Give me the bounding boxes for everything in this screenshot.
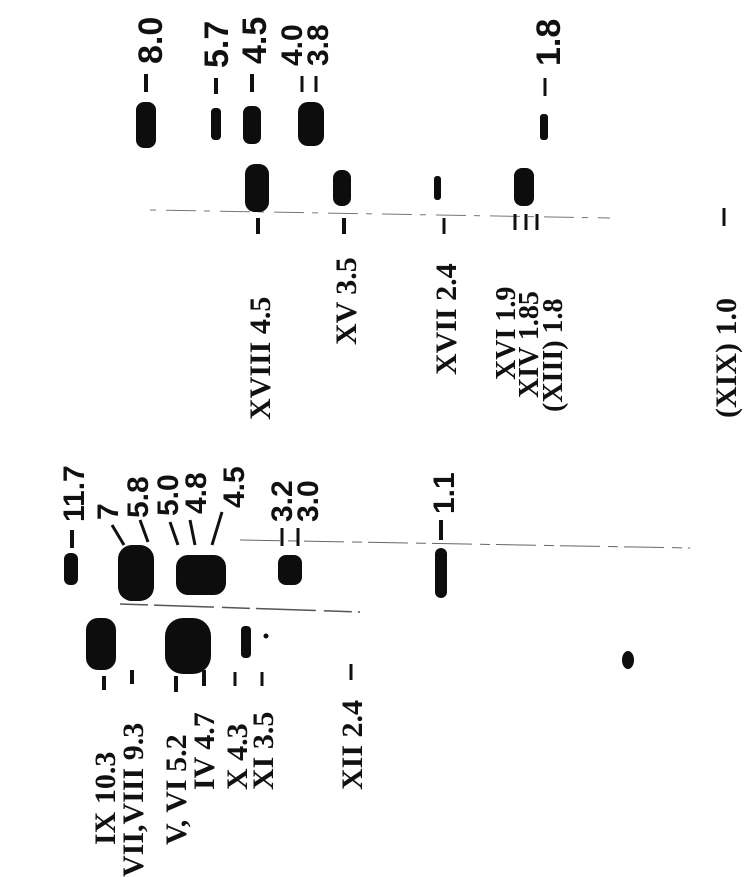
band-xvii (434, 176, 441, 200)
band-label-iv: IV 4.7 (188, 712, 221, 790)
band-stray-spot (622, 651, 634, 669)
band-7-5-8 (118, 545, 154, 601)
band-label-xiv: XIV 1.85 (514, 291, 545, 398)
size-label-4-5: 4.5 (218, 466, 251, 508)
band-ix-viii (86, 618, 116, 670)
leader-5-0 (168, 521, 180, 546)
band-4-0-3-8 (298, 102, 324, 146)
band-xvi-xiv (514, 168, 534, 206)
middle-lane: 11.7 7 5.8 5.0 4.8 4.5 3.2 3.0 1.1 (58, 465, 461, 601)
band-xi-dot (263, 633, 269, 639)
band-5-7 (211, 108, 221, 140)
band-4-5 (243, 106, 261, 144)
guide-line-upper (149, 209, 611, 219)
band-1-8 (540, 114, 548, 140)
band-5-0-4-5 (176, 555, 226, 595)
size-label-3-2: 3.2 (266, 480, 299, 522)
band-8-0 (136, 102, 156, 148)
leader-4-5 (210, 511, 224, 546)
band-label-xi: XI 3.5 (247, 712, 280, 790)
band-xv (333, 170, 351, 206)
band-label-v-vi: V, VI 5.2 (160, 734, 193, 845)
size-label-3-0: 3.0 (292, 480, 325, 522)
band-label-xviii: XVIII 4.5 (244, 297, 277, 420)
guide-line-middle (239, 539, 691, 549)
size-label-5-0: 5.0 (152, 474, 185, 516)
size-label-4-0: 4.0 (276, 24, 309, 66)
size-label-7: 7 (92, 503, 125, 520)
guide-line-left (119, 603, 361, 613)
right-lane-lower: XVIII 4.5 XV 3.5 XVII 2.4 XVI 1.9 XIV 1.… (244, 164, 743, 669)
band-11-7 (64, 553, 78, 585)
size-label-11-7: 11.7 (58, 465, 91, 522)
band-1-1 (435, 548, 447, 598)
band-label-vii-viii: VII,VIII 9.3 (117, 723, 150, 877)
size-label-5-7: 5.7 (198, 21, 236, 68)
leader-5-8 (138, 519, 150, 543)
size-label-1-8-upper: 1.8 (530, 19, 568, 66)
band-3-2-3-0 (278, 555, 302, 585)
leader-4-8 (188, 519, 197, 546)
left-lane: IX 10.3 VII,VIII 9.3 V, VI 5.2 IV 4.7 X … (86, 618, 369, 877)
size-label-4-5-upper: 4.5 (236, 17, 274, 64)
band-label-xvii: XVII 2.4 (430, 263, 463, 375)
size-label-4-8: 4.8 (180, 472, 213, 514)
band-label-xvi: XVI 1.9 (491, 287, 522, 380)
right-lane-upper: 8.0 5.7 4.5 4.0 3.8 1.8 (132, 17, 568, 148)
size-label-8-0: 8.0 (132, 17, 170, 64)
size-label-3-8: 3.8 (302, 24, 335, 66)
band-label-ix: IX 10.3 (89, 752, 122, 845)
band-label-x: X 4.3 (221, 723, 254, 790)
leader-7 (110, 524, 126, 546)
size-label-5-8: 5.8 (122, 476, 155, 518)
band-xviii (245, 164, 269, 212)
size-label-1-1: 1.1 (428, 472, 461, 514)
band-label-xii: XII 2.4 (336, 700, 369, 790)
band-v-vi-iv (165, 618, 211, 674)
band-label-xiii: (XIII) 1.8 (538, 298, 569, 412)
band-label-xv: XV 3.5 (330, 257, 363, 345)
band-label-xix: (XIX) 1.0 (710, 298, 743, 418)
band-x (241, 626, 251, 658)
